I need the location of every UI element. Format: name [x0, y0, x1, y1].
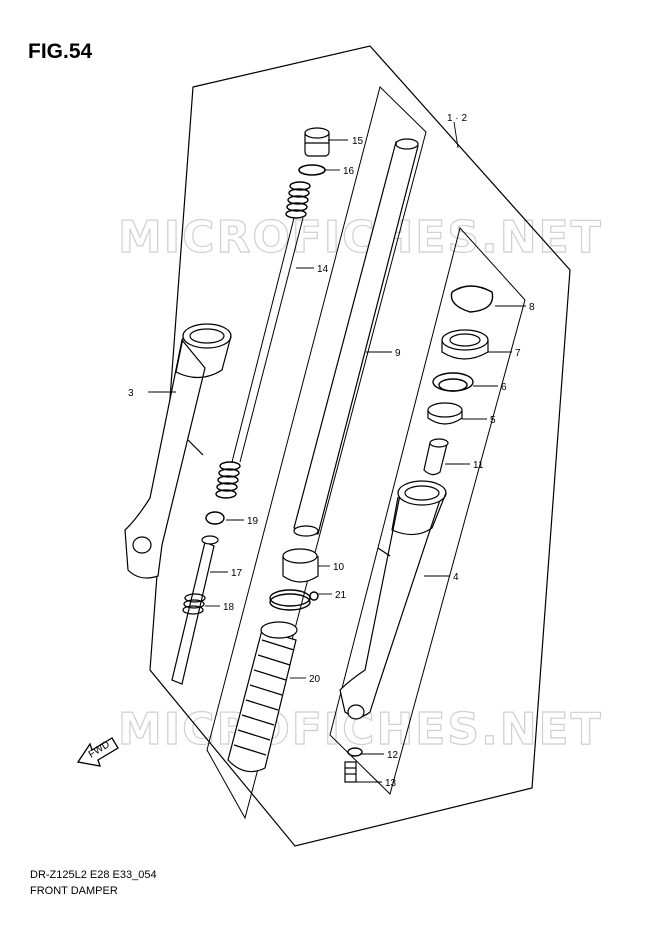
callout-8: 8 — [529, 302, 535, 313]
spring-top-coils — [285, 181, 311, 219]
callout-19: 19 — [247, 516, 259, 527]
damper-bolt — [344, 761, 357, 783]
callout-6: 6 — [501, 382, 507, 393]
spring-body-edge — [239, 217, 304, 463]
damper-rod — [171, 535, 219, 685]
stopper-ring — [450, 285, 494, 313]
footer-diagram-name: FRONT DAMPER — [30, 885, 118, 897]
callout-15: 15 — [352, 136, 364, 147]
callout-1-2: 1 · 2 — [447, 113, 467, 124]
callout-17: 17 — [231, 568, 243, 579]
callout-11: 11 — [473, 460, 484, 471]
cap-bolt — [304, 127, 330, 157]
outer-tube-left — [124, 323, 232, 579]
inner-tube — [293, 138, 419, 537]
callout-20: 20 — [309, 674, 321, 685]
dust-boot — [227, 621, 298, 773]
seal-spacer — [432, 372, 474, 392]
callout-5: 5 — [490, 415, 496, 426]
spring-bottom-coils — [215, 461, 241, 499]
callout-10: 10 — [333, 562, 345, 573]
assembly-frame — [149, 45, 571, 847]
watermark-top: MICROFICHES.NET — [118, 212, 603, 263]
callout-14: 14 — [317, 264, 329, 275]
callout-16: 16 — [343, 166, 355, 177]
oil-lock-piece — [282, 548, 319, 583]
oil-seal — [441, 329, 489, 360]
o-ring — [298, 164, 326, 176]
outer-tube-panel — [329, 226, 526, 795]
fwd-arrow-icon: FWD — [76, 737, 119, 767]
outer-tube-right — [339, 480, 447, 720]
spring-body — [231, 217, 295, 463]
callout-7: 7 — [515, 348, 521, 359]
callout-13: 13 — [385, 778, 397, 789]
callout-12: 12 — [387, 750, 399, 761]
guide-bushing — [423, 438, 449, 476]
inner-tube-panel — [206, 86, 427, 820]
leader-lines — [148, 121, 526, 783]
rebound-spring — [182, 593, 206, 615]
callout-9: 9 — [395, 348, 401, 359]
callout-18: 18 — [223, 602, 235, 613]
drain-washer — [347, 747, 363, 757]
footer-model-code: DR-Z125L2 E28 E33_054 — [30, 869, 157, 881]
callout-21: 21 — [335, 590, 347, 601]
boot-clamp — [269, 589, 319, 611]
callout-4: 4 — [453, 572, 459, 583]
piston-ring — [205, 511, 225, 525]
callout-3: 3 — [128, 388, 134, 399]
slide-bushing — [427, 402, 463, 425]
figure-title: FIG.54 — [28, 40, 93, 63]
